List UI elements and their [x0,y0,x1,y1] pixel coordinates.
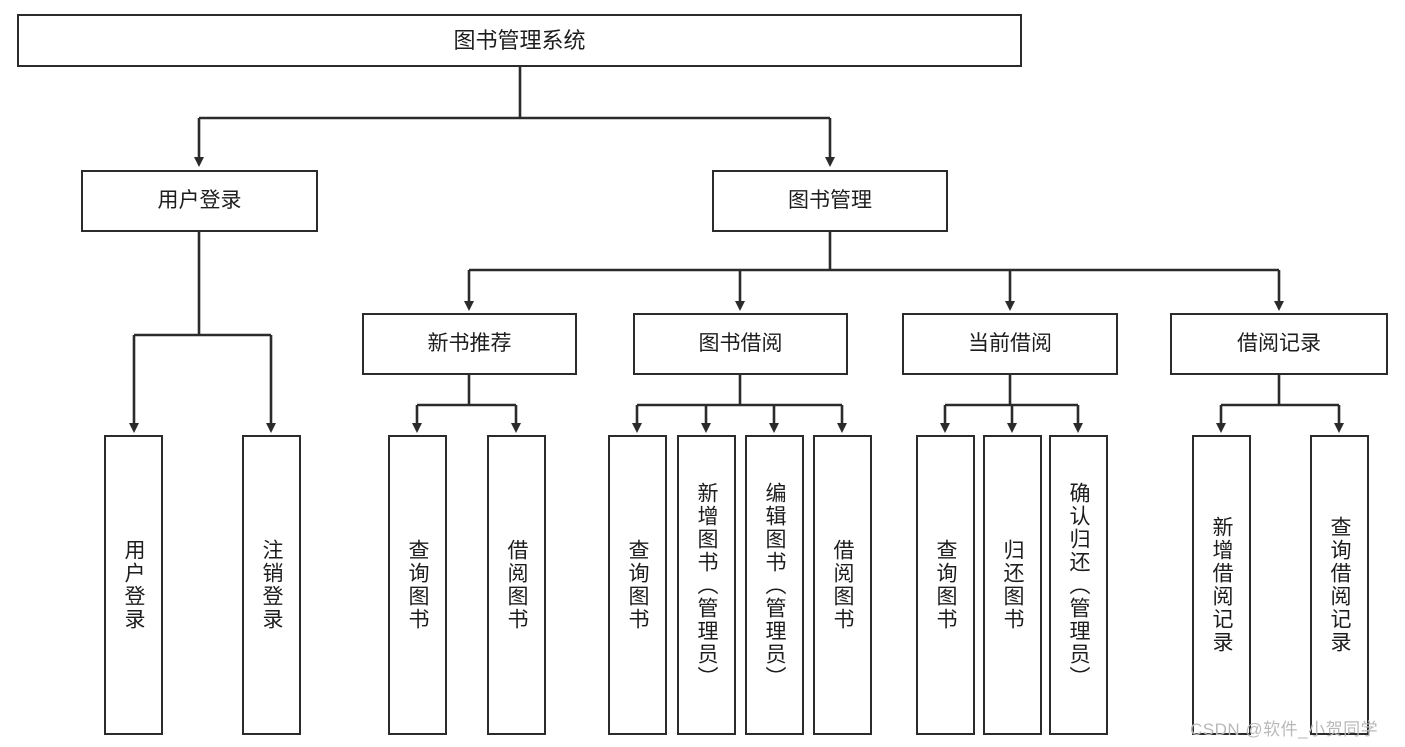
node-leaf-confirm-return-admin[interactable]: 确认归还（管理员） [1049,435,1108,735]
node-borrow-record-label: 借阅记录 [1237,331,1321,355]
node-leaf-query-book-1-label: 查询图书 [406,539,429,631]
node-leaf-edit-book-admin[interactable]: 编辑图书（管理员） [745,435,804,735]
node-leaf-borrow-book-1-label: 借阅图书 [505,539,528,631]
node-leaf-borrow-book-2[interactable]: 借阅图书 [813,435,872,735]
node-leaf-query-book-3-label: 查询图书 [934,539,957,631]
node-leaf-query-book-3[interactable]: 查询图书 [916,435,975,735]
node-leaf-add-borrow-record[interactable]: 新增借阅记录 [1192,435,1251,735]
node-book-manage[interactable]: 图书管理 [712,170,948,232]
watermark-text: CSDN @软件_小贺同学 [1190,720,1379,739]
node-leaf-edit-book-admin-label: 编辑图书（管理员） [763,481,786,689]
node-user-login[interactable]: 用户登录 [81,170,318,232]
node-leaf-query-book-2-label: 查询图书 [626,539,649,631]
node-leaf-return-book[interactable]: 归还图书 [983,435,1042,735]
node-user-login-label: 用户登录 [157,188,242,212]
node-leaf-borrow-book-2-label: 借阅图书 [831,539,854,631]
node-root[interactable]: 图书管理系统 [17,14,1022,67]
node-leaf-add-book-admin-label: 新增图书（管理员） [695,481,718,689]
node-book-manage-label: 图书管理 [788,188,872,212]
node-leaf-confirm-return-admin-label: 确认归还（管理员） [1067,481,1090,689]
node-leaf-user-login[interactable]: 用户登录 [104,435,163,735]
node-leaf-add-borrow-record-label: 新增借阅记录 [1210,516,1233,654]
node-root-label: 图书管理系统 [453,27,586,53]
node-current-borrow[interactable]: 当前借阅 [902,313,1118,375]
node-leaf-logout-login[interactable]: 注销登录 [242,435,301,735]
node-book-borrow[interactable]: 图书借阅 [633,313,848,375]
node-new-book-recommend-label: 新书推荐 [427,331,512,355]
node-leaf-query-book-1[interactable]: 查询图书 [388,435,447,735]
node-current-borrow-label: 当前借阅 [968,331,1052,355]
node-leaf-return-book-label: 归还图书 [1001,539,1024,631]
node-leaf-add-book-admin[interactable]: 新增图书（管理员） [677,435,736,735]
node-book-borrow-label: 图书借阅 [698,331,783,355]
node-new-book-recommend[interactable]: 新书推荐 [362,313,577,375]
node-leaf-query-borrow-record[interactable]: 查询借阅记录 [1310,435,1369,735]
node-borrow-record[interactable]: 借阅记录 [1170,313,1388,375]
node-leaf-logout-login-label: 注销登录 [260,539,283,631]
node-leaf-user-login-label: 用户登录 [122,539,145,631]
node-leaf-borrow-book-1[interactable]: 借阅图书 [487,435,546,735]
node-leaf-query-borrow-record-label: 查询借阅记录 [1328,516,1351,654]
node-leaf-query-book-2[interactable]: 查询图书 [608,435,667,735]
